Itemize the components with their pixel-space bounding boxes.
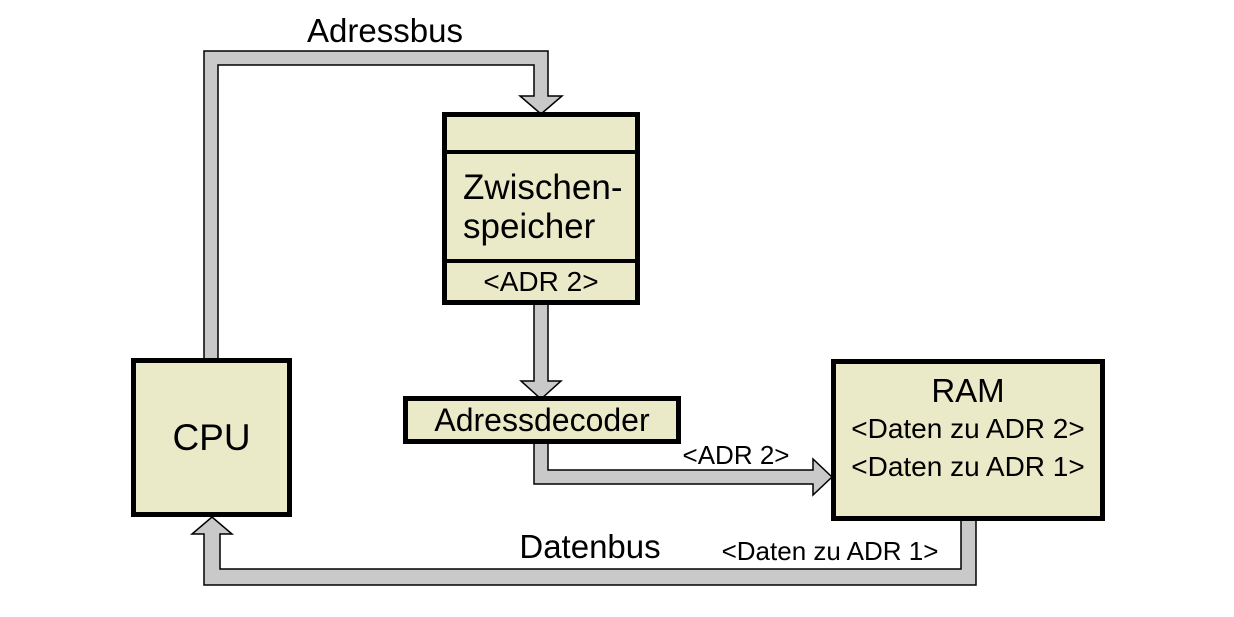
datenbus-data-label: <Daten zu ADR 1>: [721, 536, 939, 566]
adressdecoder-label: Adressdecoder: [434, 401, 650, 438]
datenbus-label: Datenbus: [519, 528, 661, 565]
cpu-box: CPU: [131, 358, 292, 517]
ram-entry-adr2: <Daten zu ADR 2>: [851, 413, 1085, 444]
ram-box: RAM <Daten zu ADR 2> <Daten zu ADR 1>: [831, 359, 1105, 521]
adressdecoder-to-ram-arrow: [533, 440, 834, 497]
ram-entry-adr1: <Daten zu ADR 1>: [851, 451, 1085, 482]
zwischenspeicher-box: Zwischen- speicher <ADR 2>: [442, 112, 640, 305]
zwischenspeicher-label-line2: speicher: [463, 206, 596, 246]
ram-to-cpu-datenbus-arrow: [189, 516, 977, 586]
zwischenspeicher-register-value: <ADR 2>: [483, 265, 599, 297]
adressbus-label: Adressbus: [307, 12, 463, 49]
zwischenspeicher-label-line1: Zwischen-: [463, 167, 623, 207]
adr2-bus-label: <ADR 2>: [682, 440, 790, 470]
zwischenspeicher-empty-slot: [447, 117, 635, 154]
ram-title: RAM: [931, 372, 1005, 409]
zwischenspeicher-register-slot: <ADR 2>: [447, 263, 635, 300]
adressbus-arrow: [203, 50, 565, 361]
zwischenspeicher-label: Zwischen- speicher: [447, 154, 635, 263]
adressdecoder-box: Adressdecoder: [403, 396, 681, 444]
zwischenspeicher-to-adressdecoder-arrow: [519, 299, 563, 401]
cpu-label: CPU: [172, 416, 251, 458]
